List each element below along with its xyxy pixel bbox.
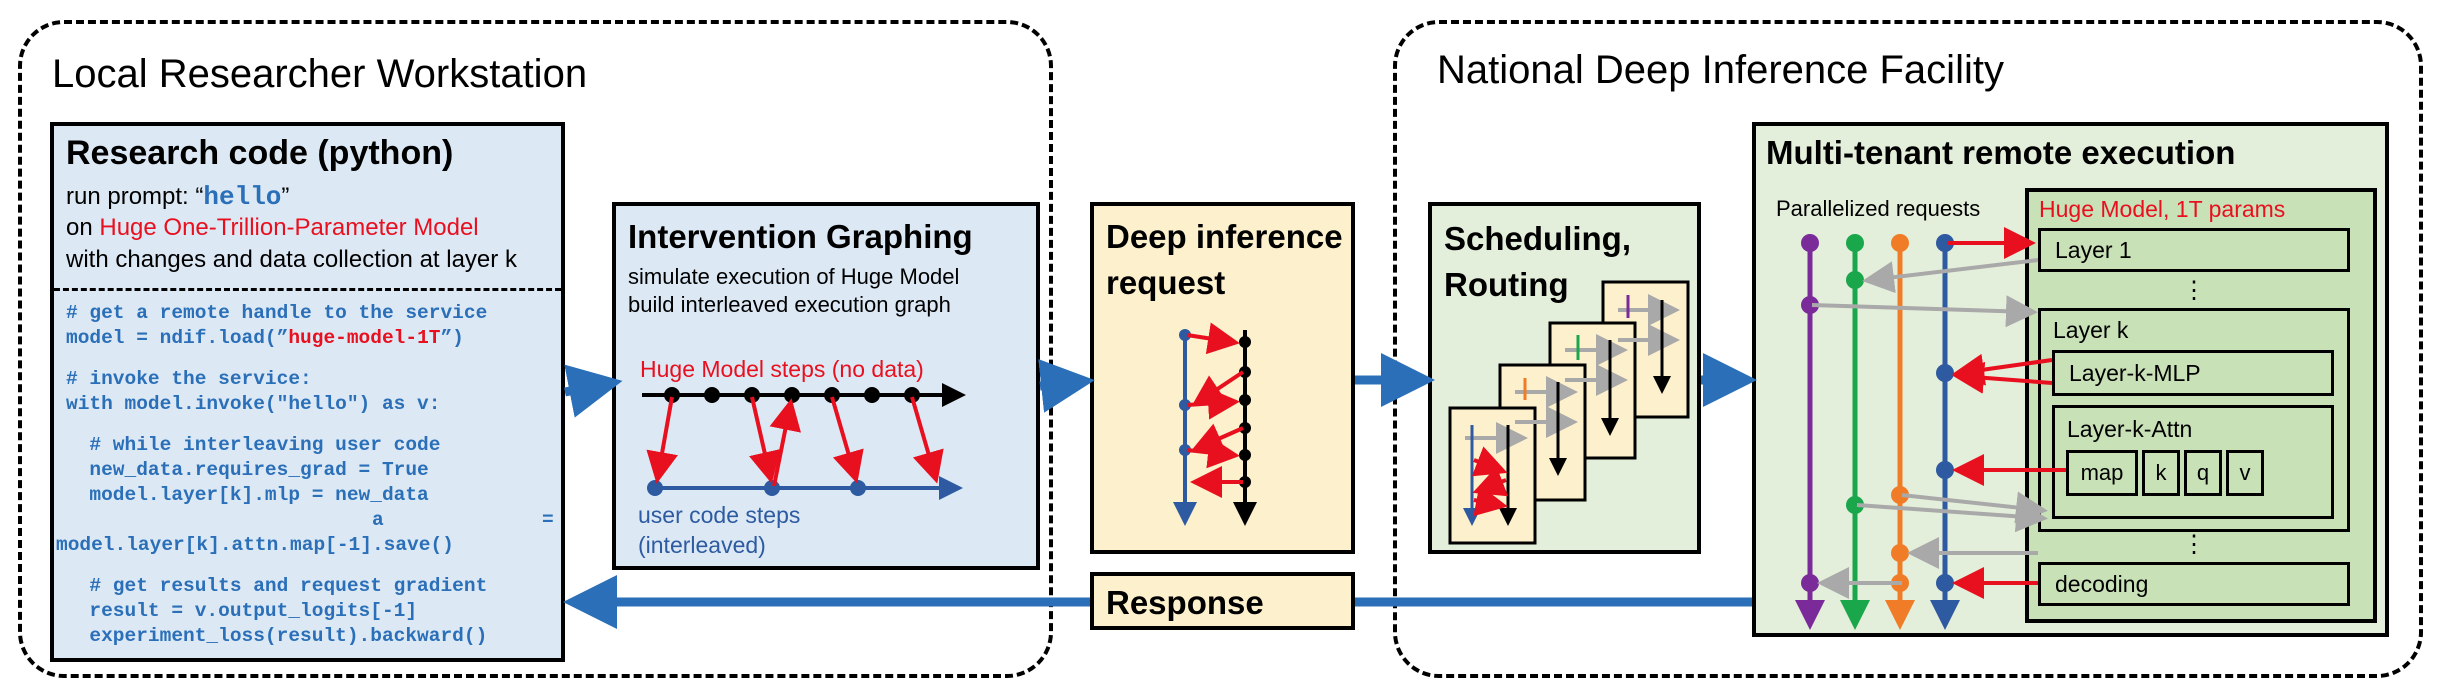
user-steps-label-2: (interleaved) [638,532,766,558]
graphing-line-1: simulate execution of Huge Model [628,264,960,289]
code-line-2: model = ndif.load(”huge-model-1T”) [66,327,464,349]
code-line-10: # get results and request gradient [66,575,488,597]
scheduling-header-1: Scheduling, [1444,220,1632,257]
code-divider [54,288,561,291]
lane-arrows [1811,227,2066,599]
local-workstation-title: Local Researcher Workstation [52,52,588,96]
attn-map-box: map [2066,450,2138,496]
attn-q-box: q [2184,450,2222,496]
run-prompt-line: run prompt: “hello” [66,182,290,212]
code-line-11: result = v.output_logits[-1] [66,600,418,622]
response-box: Response [1090,572,1355,630]
parallel-lanes [1795,234,1960,630]
request-graph [1173,322,1257,526]
code-line-5: # while interleaving user code [66,434,441,456]
layer-ellipsis-1: ⋮ [2182,277,2206,304]
facility-title: National Deep Inference Facility [1437,48,2004,92]
remote-execution-header: Multi-tenant remote execution [1766,134,2236,171]
attn-v-box: v [2226,450,2264,496]
code-line-8b: = [542,509,554,531]
changes-line: with changes and data collection at laye… [66,246,517,273]
code-line-12: experiment_loss(result).backward() [66,625,488,647]
model-name: Huge One-Trillion-Parameter Model [99,214,479,241]
request-header-2: request [1106,264,1226,301]
deep-inference-request-box: Deep inference request [1090,202,1355,554]
code-line-3: # invoke the service: [66,368,312,390]
decoding-box: decoding [2038,562,2350,606]
layer-k-mlp-box: Layer-k-MLP [2052,350,2334,396]
arrow-graphing-to-request [1038,359,1095,413]
request-header-1: Deep inference [1106,218,1343,255]
code-line-1: # get a remote handle to the service [66,302,488,324]
graphing-line-2: build interleaved execution graph [628,292,951,317]
local-workstation-region [18,20,1053,678]
parallelized-requests-label: Parallelized requests [1776,196,1981,221]
prompt-text: hello [203,182,282,212]
arrow-code-to-graphing [564,364,623,418]
layer-k-label: Layer k [2053,317,2129,343]
code-line-6: new_data.requires_grad = True [66,459,429,481]
research-code-box: Research code (python) run prompt: “hell… [50,122,565,662]
attn-k-box: k [2142,450,2180,496]
code-line-9: model.layer[k].attn.map[-1].save() [56,534,454,556]
intervention-graph [642,383,966,500]
scheduling-header-2: Routing [1444,266,1569,303]
layer-1-box: Layer 1 [2038,228,2350,272]
code-line-8a: a [372,509,384,531]
intervention-graphing-header: Intervention Graphing [628,218,973,255]
model-line: on Huge One-Trillion-Parameter Model [66,214,479,241]
user-steps-label-1: user code steps [638,502,801,528]
code-line-7: model.layer[k].mlp = new_data [66,484,429,506]
response-label: Response [1106,584,1264,621]
facility-region [1393,20,2423,678]
code-line-4: with model.invoke("hello") as v: [66,393,441,415]
model-steps-label: Huge Model steps (no data) [640,356,924,382]
layer-ellipsis-2: ⋮ [2182,531,2206,558]
scheduling-card-marks [1463,294,1680,526]
huge-model-title: Huge Model, 1T params [2039,196,2286,222]
research-code-header: Research code (python) [66,134,454,172]
layer-k-attn-label: Layer-k-Attn [2067,416,2193,442]
